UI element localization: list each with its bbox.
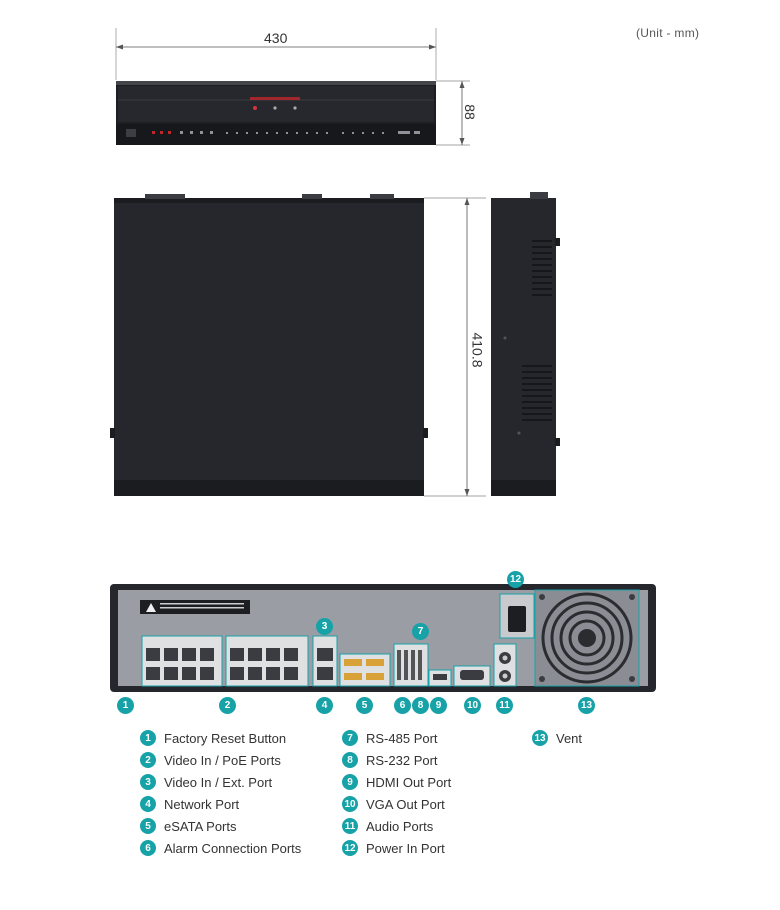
legend-item: 5 eSATA Ports: [140, 818, 237, 834]
led-indicator-icon: [253, 106, 257, 110]
height-dimension-label: 88: [461, 104, 478, 120]
legend-label: Vent: [556, 730, 583, 746]
depth-dimension-label: 410.8: [469, 332, 486, 368]
legend-number: 9: [342, 774, 358, 790]
callout-10: 10: [464, 697, 481, 714]
legend-item: 1 Factory Reset Button: [140, 730, 286, 746]
legend-item: 12 Power In Port: [342, 840, 445, 856]
dimension-arrow-icon: [459, 138, 465, 145]
unit-label: (Unit - mm): [636, 26, 700, 40]
legend-label: Audio Ports: [366, 818, 434, 834]
dimension-arrow-icon: [116, 44, 123, 50]
legend-label: eSATA Ports: [164, 818, 237, 834]
device-top-view: [114, 198, 424, 496]
callout-4: 4: [316, 697, 333, 714]
legend-number: 1: [140, 730, 156, 746]
side-vent-slots: [522, 240, 552, 421]
legend-label: Video In / PoE Ports: [164, 752, 281, 768]
callout-8: 8: [412, 697, 429, 714]
legend-item: 4 Network Port: [140, 796, 239, 812]
fan-grill-icon: [541, 592, 633, 684]
legend-number: 10: [342, 796, 358, 812]
legend-label: Factory Reset Button: [164, 730, 287, 746]
legend-item: 2 Video In / PoE Ports: [140, 752, 281, 768]
legend-label: HDMI Out Port: [366, 774, 452, 790]
legend-item: 11 Audio Ports: [342, 818, 433, 834]
legend-label: Network Port: [164, 796, 240, 812]
callout-5: 5: [356, 697, 373, 714]
legend-item: 3 Video In / Ext. Port: [140, 774, 272, 790]
legend-label: RS-232 Port: [366, 752, 438, 768]
rj45-port-icon: [146, 648, 298, 680]
rear-view: [110, 584, 656, 692]
legend-item: 7 RS-485 Port: [342, 730, 438, 746]
front-accent-light: [250, 97, 300, 100]
top-side-view: [110, 192, 560, 497]
legend-item: 10 VGA Out Port: [342, 796, 445, 812]
dimension-arrow-icon: [429, 44, 436, 50]
legend-number: 13: [532, 730, 548, 746]
legend-number: 4: [140, 796, 156, 812]
width-dimension-label: 430: [264, 30, 288, 46]
callout-12: 12: [507, 571, 524, 588]
dimension-arrow-icon: [464, 489, 470, 496]
led-indicator-icon: [293, 106, 297, 110]
callout-6: 6: [394, 697, 411, 714]
legend-number: 8: [342, 752, 358, 768]
dimension-arrow-icon: [459, 81, 465, 88]
legend-item: 9 HDMI Out Port: [342, 774, 451, 790]
callout-11: 11: [496, 697, 513, 714]
callout-2: 2: [219, 697, 236, 714]
legend-item: 8 RS-232 Port: [342, 752, 438, 768]
legend-number: 11: [342, 818, 358, 834]
legend-label: RS-485 Port: [366, 730, 438, 746]
legend-number: 5: [140, 818, 156, 834]
legend-number: 3: [140, 774, 156, 790]
legend-number: 2: [140, 752, 156, 768]
callout-1: 1: [117, 697, 134, 714]
legend-number: 6: [140, 840, 156, 856]
legend-number: 12: [342, 840, 358, 856]
legend-number: 7: [342, 730, 358, 746]
callout-9: 9: [430, 697, 447, 714]
legend-item: 13 Vent: [532, 730, 582, 746]
front-buttons: [152, 131, 420, 134]
legend-label: Video In / Ext. Port: [164, 774, 273, 790]
dimension-arrow-icon: [464, 198, 470, 205]
legend-item: 6 Alarm Connection Ports: [140, 840, 301, 856]
legend-label: VGA Out Port: [366, 796, 445, 812]
callout-7: 7: [412, 623, 429, 640]
power-socket-icon: [508, 606, 526, 632]
device-side-view: [491, 198, 556, 496]
callout-13: 13: [578, 697, 595, 714]
front-view: [115, 28, 470, 146]
legend-label: Power In Port: [366, 840, 445, 856]
led-indicator-icon: [273, 106, 277, 110]
legend-label: Alarm Connection Ports: [164, 840, 302, 856]
callout-3: 3: [316, 618, 333, 635]
